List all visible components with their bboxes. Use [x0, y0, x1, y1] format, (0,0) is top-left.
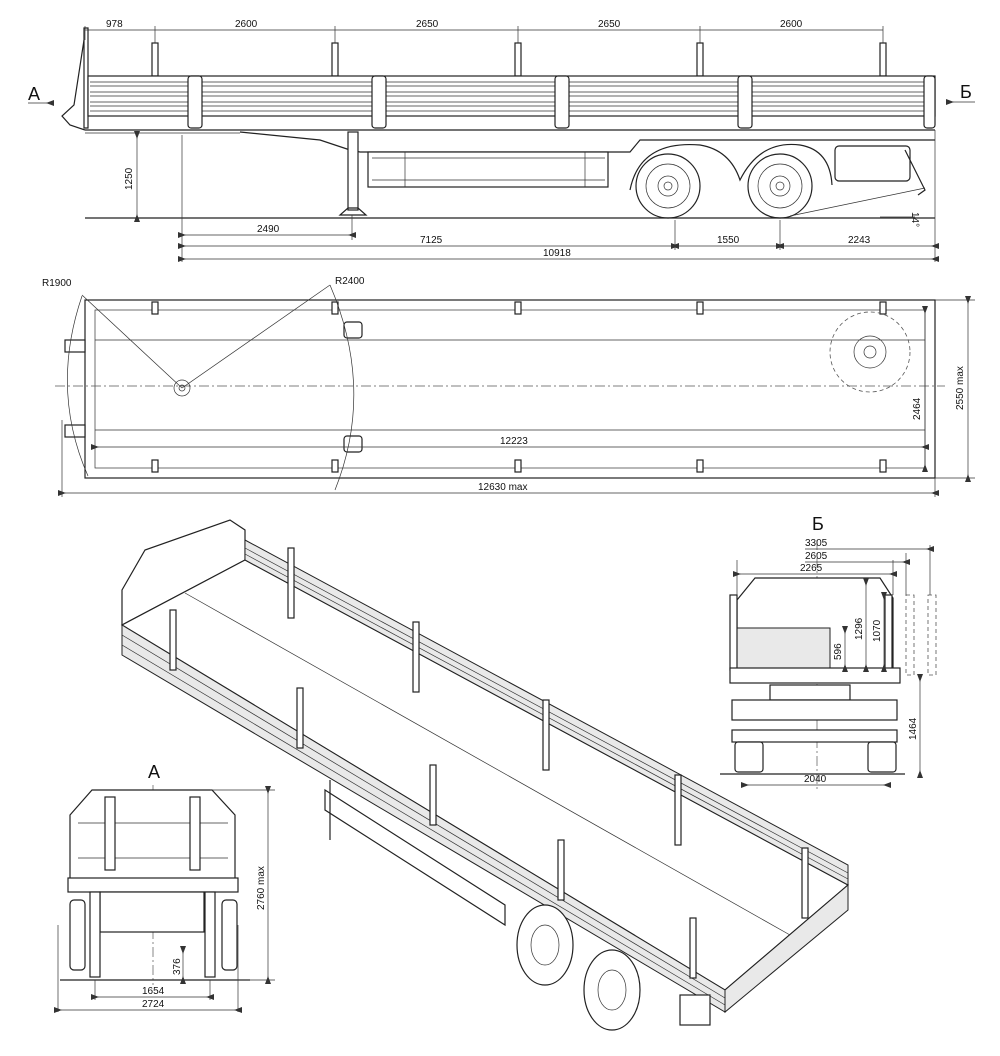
wheel-icon [583, 949, 641, 1031]
dim-rear-width-3: 2265 [800, 563, 823, 574]
wheel-icon [747, 153, 813, 219]
dim-overall-height: 2760 max [256, 866, 267, 910]
dim-swing-radius: R2400 [335, 276, 365, 287]
dim-stake-3: 2650 [416, 19, 439, 30]
top-view: R1900 R2400 12223 2464 2550 max 12630 ma… [42, 276, 975, 497]
dim-rear-overhang: 2243 [848, 235, 871, 246]
wheel-icon [635, 153, 701, 219]
dim-front-width: 2724 [142, 999, 165, 1010]
dim-stake-1: 978 [106, 19, 123, 30]
front-view: А 2760 max 376 1654 2724 [54, 762, 275, 1013]
dim-side-height: 596 [833, 643, 844, 660]
dim-departure-angle: 14° [909, 212, 920, 227]
front-view-title: А [148, 762, 160, 782]
dim-rear-width-2: 2605 [805, 551, 828, 562]
dim-leg-clearance: 376 [172, 958, 183, 975]
rear-view-title: Б [812, 514, 824, 534]
isometric-view [120, 519, 850, 1031]
view-arrow-a: А [28, 84, 40, 104]
view-arrow-b: Б [960, 82, 972, 102]
side-view: 978 2600 2650 2650 2600 [28, 19, 975, 262]
dim-stake-height-1: 1296 [854, 617, 865, 640]
dim-inner-length: 12223 [500, 436, 528, 447]
dim-leg-spacing: 1654 [142, 986, 165, 997]
dim-kingpin-to-leg: 2490 [257, 224, 280, 235]
rear-view: Б 2265 2605 3305 596 1296 1070 1464 2040 [720, 514, 937, 790]
spare-wheel-icon [829, 311, 911, 393]
dim-kingpin-to-rear: 10918 [543, 248, 571, 259]
dim-axle-spacing: 1550 [717, 235, 740, 246]
dim-stake-2: 2600 [235, 19, 258, 30]
dim-overall-width: 2550 max [955, 366, 966, 410]
dim-stake-height-2: 1070 [872, 619, 883, 642]
dim-stake-4: 2650 [598, 19, 621, 30]
dim-stake-5: 2600 [780, 19, 803, 30]
dim-rear-width-1: 3305 [805, 538, 828, 549]
dim-floor-height: 1464 [908, 717, 919, 740]
dim-inner-width: 2464 [912, 397, 923, 420]
dim-kingpin-to-axle: 7125 [420, 235, 443, 246]
dim-overall-length: 12630 max [478, 482, 527, 493]
dim-track: 2040 [804, 774, 827, 785]
wheel-icon [516, 904, 574, 986]
dim-front-radius: R1900 [42, 278, 72, 289]
dim-deck-height: 1250 [124, 167, 135, 190]
